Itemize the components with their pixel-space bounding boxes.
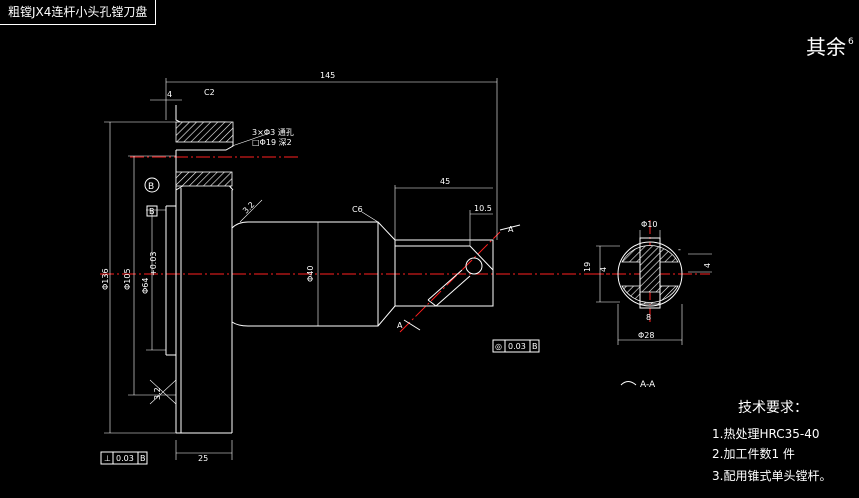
requirements-heading: 技术要求： (738, 400, 808, 416)
svg-text:⊥: ⊥ (104, 454, 111, 463)
dim-holes: 3×Φ3 通孔 (252, 127, 294, 137)
dim-dia-105: Φ105 (123, 268, 132, 290)
datum-b-marker: B B (144, 177, 160, 217)
svg-text:◎: ◎ (495, 342, 502, 351)
requirement-3: 3.配用锥式单头镗杆。 (712, 469, 831, 483)
section-label: A-A (640, 380, 656, 390)
dim-flange-thickness: 4 (167, 90, 172, 99)
section-dim-19: 19 (583, 262, 592, 272)
section-dim-4b: 4 (703, 263, 712, 268)
dim-dia-40: Φ40 (306, 266, 315, 282)
section-arrow-a: A (508, 225, 514, 234)
svg-text:0.03: 0.03 (116, 454, 134, 463)
flange-body (165, 105, 234, 434)
section-arrows (403, 224, 637, 386)
dim-dia-64: Φ64 (141, 278, 150, 294)
corner-note: 其余 (806, 35, 846, 59)
dim-chamfer-shaft: C6 (352, 205, 363, 214)
svg-text:0.03: 0.03 (508, 342, 526, 351)
section-view (596, 230, 712, 345)
dim-len-10-5: 10.5 (474, 204, 492, 213)
requirement-1: 1.热处理HRC35-40 (712, 427, 819, 441)
dim-chamfer-top: C2 (204, 88, 215, 97)
section-arrow-a2: A (397, 321, 403, 330)
tool-holder (394, 239, 494, 307)
dim-bottom-25: 25 (198, 454, 208, 463)
requirement-2: 2.加工件数1 件 (712, 446, 795, 461)
dimension-lines (104, 78, 498, 460)
drawing-title: 粗镗JX4连杆小头孔镗刀盘 (0, 0, 157, 25)
section-dim-dashes: - (678, 245, 681, 254)
perpendicularity-tolerance: ⊥ 0.03 B (100, 451, 148, 465)
svg-text:B: B (140, 454, 146, 463)
tool-centerline (399, 231, 501, 333)
concentricity-tolerance: ◎ 0.03 B (492, 339, 540, 353)
section-dim-4: 4 (599, 267, 608, 272)
svg-text:B: B (148, 182, 154, 192)
section-dim-dia-10: Φ10 (641, 220, 657, 229)
surface-roughness-small: 3.2 (241, 200, 256, 215)
dim-dia-outer: Φ136 (101, 268, 110, 290)
svg-text:B: B (149, 207, 155, 216)
surface-roughness: 3.2 (153, 387, 162, 400)
svg-text:B: B (532, 342, 538, 351)
section-dim-dia-28: Φ28 (638, 331, 654, 340)
dim-overall-length: 145 (320, 71, 335, 80)
corner-symbol: 6 (848, 37, 854, 47)
dim-len-45: 45 (440, 177, 450, 186)
dim-dia-64-tol: +0.03 (149, 251, 158, 276)
dim-holes-cb: □Φ19 深2 (252, 138, 292, 147)
section-dim-8: 8 (646, 313, 651, 322)
